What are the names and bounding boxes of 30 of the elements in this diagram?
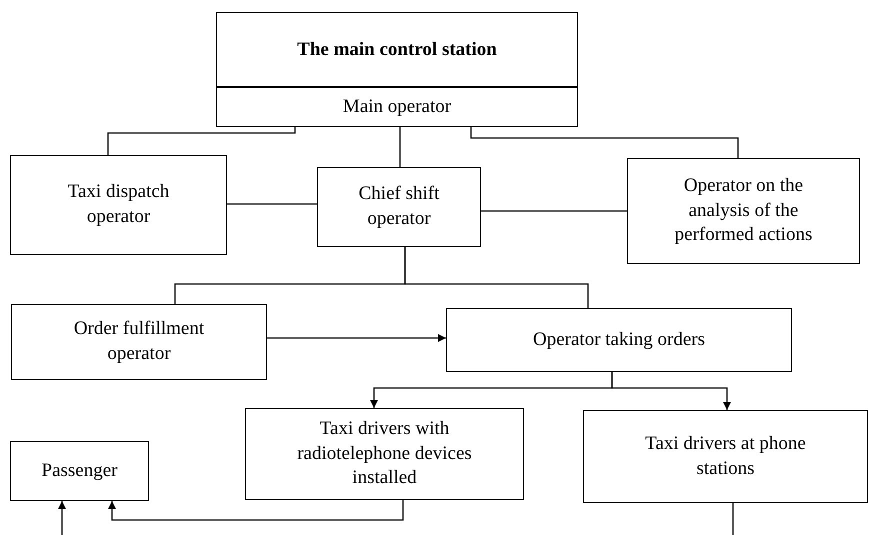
box-label: Taxi dispatch operator (66, 180, 170, 229)
box-label: Order fulfillment operator (72, 317, 206, 366)
process-box (627, 158, 860, 264)
process-box (245, 408, 524, 500)
box-label: Operator taking orders (533, 328, 705, 352)
connector-line (732, 503, 734, 535)
connector-line (107, 127, 296, 155)
process-box (10, 441, 149, 501)
box-label: Chief shift operator (358, 182, 440, 231)
box-label: Taxi drivers at phone stations (644, 432, 807, 480)
process-box (11, 304, 267, 380)
box-label: Passenger (42, 458, 118, 483)
connector-line (399, 127, 401, 167)
process-box (10, 155, 227, 255)
arrow (58, 501, 66, 535)
box-label: Main operator (342, 94, 452, 119)
connector-line (481, 210, 627, 212)
process-box (216, 12, 578, 127)
box-label: Operator on the analysis of the performed actions (674, 174, 814, 248)
arrow (267, 334, 446, 342)
process-box (583, 410, 868, 503)
connector-line (404, 247, 589, 308)
arrow (611, 372, 731, 410)
connector-line (227, 203, 317, 205)
box-title: The main control station (297, 38, 497, 62)
box-label: Taxi drivers with radiotelephone devices installed (296, 416, 473, 490)
arrow (108, 500, 404, 521)
connector-line (470, 127, 739, 158)
process-box (317, 167, 481, 247)
process-box (446, 308, 792, 372)
